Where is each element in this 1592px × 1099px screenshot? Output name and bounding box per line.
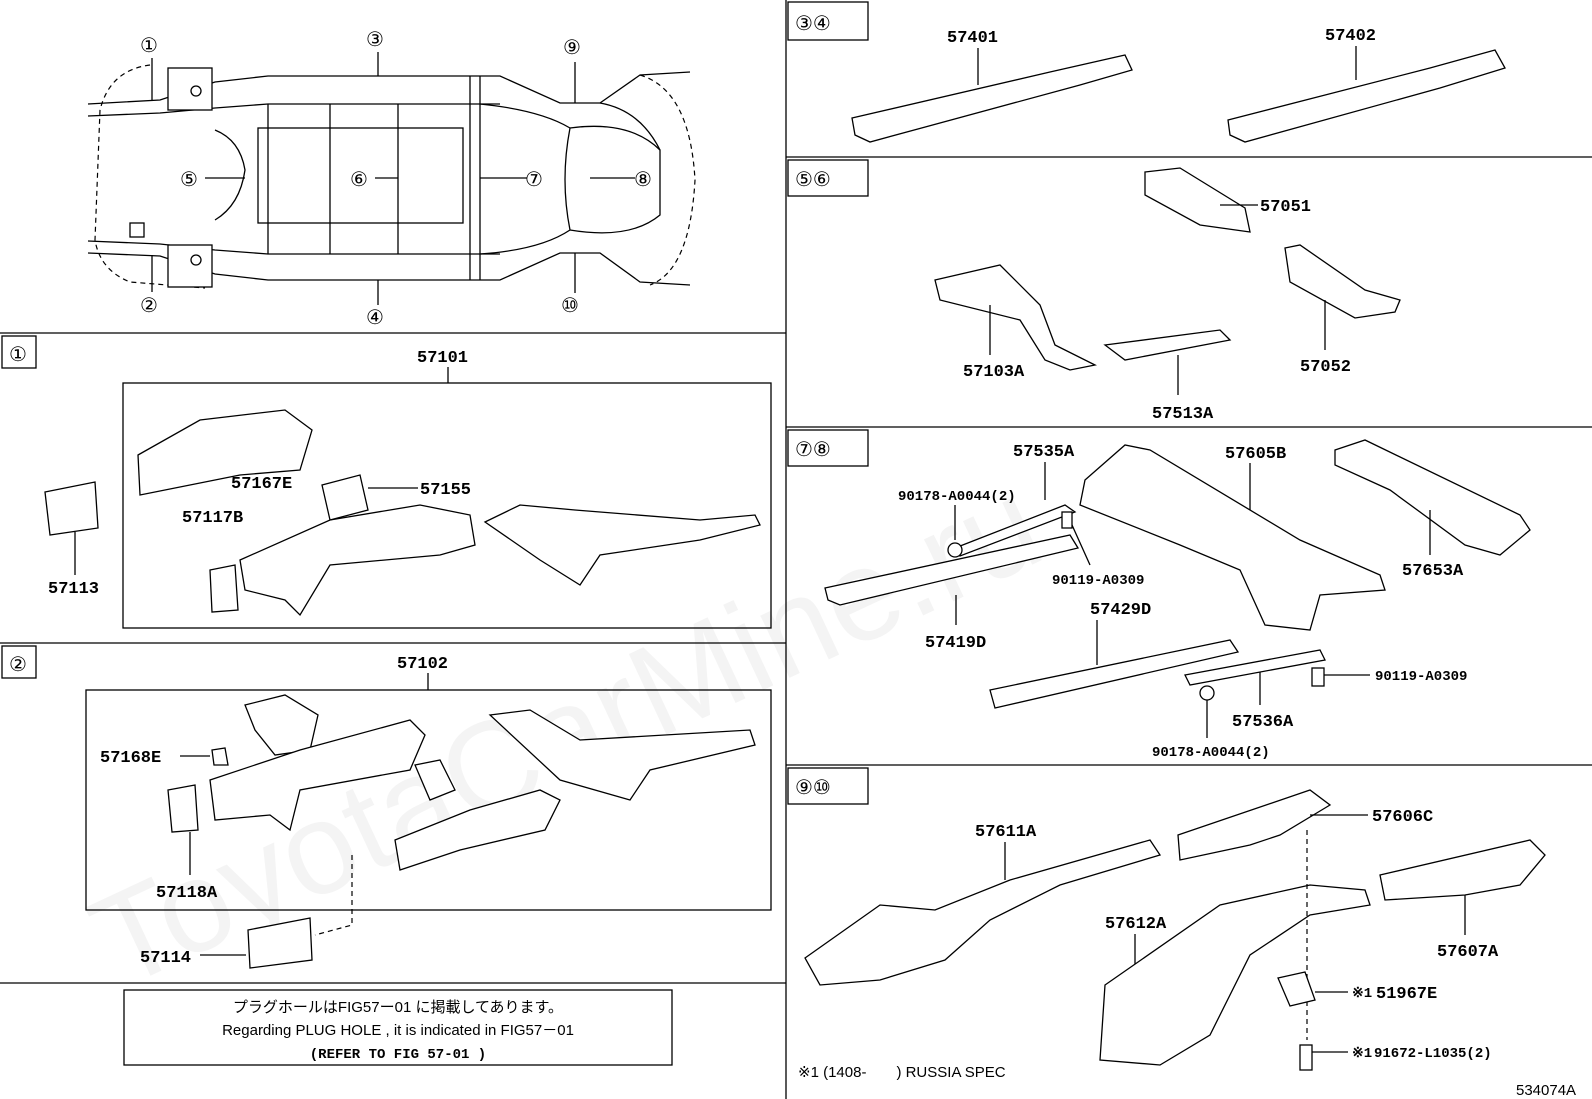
part-57607A: 57607A <box>1437 943 1499 962</box>
note-jp: プラグホールはFIG57ー01 に掲載してあります。 <box>233 999 563 1016</box>
section-2-tag: ② <box>9 652 27 676</box>
section-7-8: ⑦⑧ 57535A 57605B 90178-A0044(2) 90119-A0… <box>787 429 1531 761</box>
part-57114: 57114 <box>140 949 191 968</box>
part-57103A: 57103A <box>963 363 1025 382</box>
part-57429D: 57429D <box>1090 601 1151 620</box>
plug-hole-note: プラグホールはFIG57ー01 に掲載してあります。 Regarding PLU… <box>123 989 673 1066</box>
section-1-tag: ① <box>9 342 27 366</box>
mark-1-91672: ※1 <box>1352 1046 1372 1062</box>
callout-2: ② <box>140 293 158 317</box>
part-57612A: 57612A <box>1105 915 1167 934</box>
part-57536A: 57536A <box>1232 713 1294 732</box>
part-57402: 57402 <box>1325 27 1376 46</box>
part-57101: 57101 <box>417 349 468 368</box>
callout-3: ③ <box>366 27 384 51</box>
section-3-4: ③④ 57401 57402 <box>787 1 1506 143</box>
part-57606C: 57606C <box>1372 808 1433 827</box>
part-57155: 57155 <box>420 481 471 500</box>
section-2: ② 57102 57168E 57118A 57114 <box>1 645 772 969</box>
note-en: Regarding PLUG HOLE , it is indicated in… <box>222 1022 574 1039</box>
callout-6: ⑥ <box>350 167 368 191</box>
callout-4: ④ <box>366 305 384 329</box>
part-57535A: 57535A <box>1013 443 1075 462</box>
callout-10: ⑩ <box>561 293 579 317</box>
part-57513A: 57513A <box>1152 405 1214 424</box>
part-57113-drawing <box>44 481 99 536</box>
section-3-4-tag: ③④ <box>795 11 831 35</box>
part-57118A: 57118A <box>156 884 218 903</box>
section-7-8-tag: ⑦⑧ <box>795 437 831 461</box>
part-57605B: 57605B <box>1225 445 1286 464</box>
part-57168E: 57168E <box>100 749 161 768</box>
callout-1: ① <box>140 33 158 57</box>
section-9-10: ⑨⑩ 57611A 57606C 57612A 57607A ※1 51967E… <box>787 767 1546 1081</box>
callout-9: ⑨ <box>563 35 581 59</box>
callout-8: ⑧ <box>634 167 652 191</box>
part-57117B: 57117B <box>182 509 243 528</box>
overview-callouts: ① ② ③ ④ ⑤ ⑥ ⑦ ⑧ ⑨ ⑩ <box>140 27 652 329</box>
part-57401: 57401 <box>947 29 998 48</box>
section-5-6-tag: ⑤⑥ <box>795 167 831 191</box>
part-57653A: 57653A <box>1402 562 1464 581</box>
part-90178-A0044-bottom: 90178-A0044(2) <box>1152 745 1270 761</box>
part-90119-A0309-right: 90119-A0309 <box>1375 669 1467 685</box>
section-5-6: ⑤⑥ 57051 57103A 57052 57513A <box>787 159 1401 424</box>
underbody-overview <box>87 52 696 305</box>
part-57102: 57102 <box>397 655 448 674</box>
part-57611A: 57611A <box>975 823 1037 842</box>
note-ref: (REFER TO FIG 57-01 ) <box>310 1047 486 1063</box>
callout-7: ⑦ <box>525 167 543 191</box>
part-90119-A0309-left: 90119-A0309 <box>1052 573 1144 589</box>
mark-1-51967E: ※1 <box>1352 986 1372 1002</box>
part-57051: 57051 <box>1260 198 1311 217</box>
part-57419D: 57419D <box>925 634 986 653</box>
part-51967E: 51967E <box>1376 985 1437 1004</box>
russia-spec-note: ※1 (1408- ) RUSSIA SPEC <box>798 1064 1006 1081</box>
part-91672-L1035: 91672-L1035(2) <box>1374 1046 1492 1062</box>
section-1: ① 57101 57113 57167E 57117B 57155 <box>1 335 772 629</box>
part-57113: 57113 <box>48 580 99 599</box>
part-57052: 57052 <box>1300 358 1351 377</box>
figure-id: 534074A <box>1516 1082 1576 1099</box>
part-57167E: 57167E <box>231 475 292 494</box>
section-9-10-tag: ⑨⑩ <box>795 775 831 799</box>
callout-5: ⑤ <box>180 167 198 191</box>
part-90178-A0044-top: 90178-A0044(2) <box>898 489 1016 505</box>
